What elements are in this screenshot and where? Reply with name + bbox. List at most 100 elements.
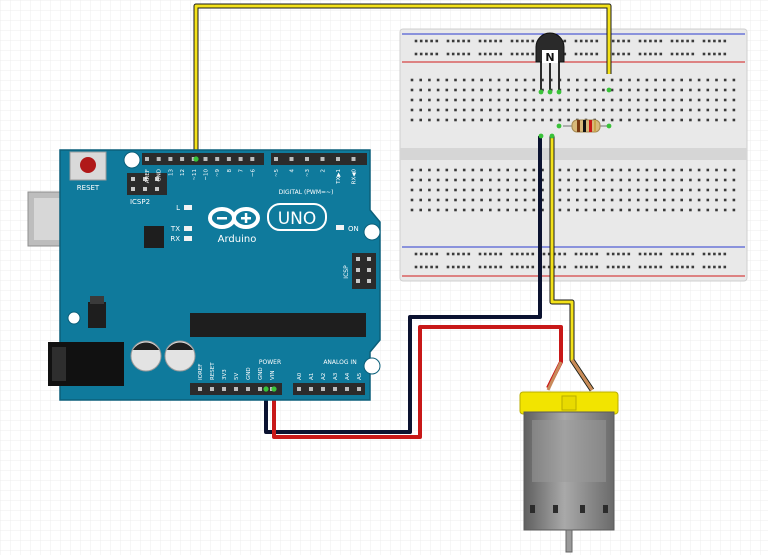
breadboard-hole — [541, 78, 544, 82]
header-pin[interactable] — [309, 387, 313, 391]
breadboard-hole — [645, 198, 649, 202]
header-pin[interactable] — [274, 157, 278, 161]
rail-hole — [489, 265, 492, 269]
header-pin[interactable] — [321, 387, 325, 391]
header-pin[interactable] — [145, 157, 149, 161]
rail-hole — [707, 265, 711, 269]
breadboard-hole — [602, 198, 605, 202]
header-pin[interactable] — [258, 387, 262, 391]
header-pin[interactable] — [226, 157, 231, 161]
rail-hole — [494, 252, 497, 256]
breadboard-hole — [462, 198, 466, 202]
header-pin[interactable] — [215, 157, 220, 161]
header-pin[interactable] — [180, 157, 185, 161]
rail-hole — [579, 265, 583, 269]
breadboard-hole — [723, 118, 727, 122]
breadboard-hole — [723, 88, 727, 92]
rail-hole — [425, 52, 428, 56]
breadboard-hole — [636, 198, 640, 202]
header-pin[interactable] — [238, 157, 243, 161]
header-pin[interactable] — [320, 157, 325, 161]
breadboard-hole — [523, 88, 527, 92]
breadboard-hole — [663, 108, 666, 112]
breadboard-hole — [715, 88, 718, 92]
digital-header-left — [142, 153, 264, 165]
rail-hole — [590, 39, 593, 43]
reset-label: RESET — [77, 184, 100, 192]
rail-hole — [590, 265, 593, 269]
breadboard-hole — [515, 178, 518, 182]
breadboard-hole — [636, 188, 640, 192]
breadboard-hole — [663, 118, 666, 122]
breadboard-hole — [497, 78, 501, 82]
breadboard-hole — [654, 98, 657, 102]
header-pin[interactable] — [246, 387, 250, 391]
breadboard-hole — [697, 168, 701, 172]
header-pin[interactable] — [345, 387, 349, 391]
icsp-label: ICSP — [343, 265, 350, 279]
breadboard-hole — [454, 118, 457, 122]
breadboard-hole — [419, 98, 422, 102]
header-pin[interactable] — [210, 387, 214, 391]
breadboard-hole — [541, 178, 544, 182]
rail-hole — [718, 265, 721, 269]
breadboard-hole — [654, 178, 657, 182]
breadboard-hole — [462, 118, 466, 122]
rail-hole — [617, 52, 620, 56]
rail-hole — [521, 252, 524, 256]
header-pin[interactable] — [168, 157, 173, 161]
rail-hole — [654, 39, 657, 43]
breadboard-hole — [506, 78, 509, 82]
rail-hole — [643, 252, 647, 256]
breadboard-hole — [436, 78, 440, 82]
rail-hole — [659, 252, 663, 256]
rail-hole — [595, 39, 599, 43]
header-pin[interactable] — [289, 157, 294, 161]
breadboard-hole — [697, 198, 701, 202]
breadboard-hole — [471, 98, 475, 102]
breadboard-hole — [663, 168, 666, 172]
breadboard-hole — [689, 198, 692, 202]
header-pin[interactable] — [222, 387, 226, 391]
power-pin-label: RESET — [210, 362, 216, 380]
header-pin[interactable] — [198, 387, 202, 391]
reset-button-cap[interactable] — [80, 157, 96, 173]
header-pin[interactable] — [305, 157, 309, 161]
digital-pin-label: TX▶1 — [336, 169, 342, 185]
header-pin[interactable] — [351, 157, 356, 161]
header-pin[interactable] — [250, 157, 255, 161]
digital-label: DIGITAL (PWM=~) — [279, 189, 334, 196]
breadboard-hole — [515, 208, 518, 212]
breadboard-hole — [489, 98, 492, 102]
breadboard-hole — [671, 118, 675, 122]
connection-dot — [547, 89, 553, 95]
breadboard-hole — [419, 208, 422, 212]
breadboard-hole — [419, 118, 422, 122]
rail-hole — [478, 265, 482, 269]
rail-hole — [649, 39, 652, 43]
breadboard-hole — [671, 88, 675, 92]
rail-hole — [606, 252, 610, 256]
resistor — [538, 87, 612, 139]
connection-dot — [549, 133, 555, 139]
rail-hole — [462, 39, 465, 43]
motor-vent — [580, 505, 585, 513]
breadboard-hole — [567, 188, 570, 192]
breadboard-hole — [654, 198, 657, 202]
breadboard-hole — [489, 88, 492, 92]
header-pin[interactable] — [203, 157, 208, 161]
header-pin[interactable] — [234, 387, 238, 391]
header-pin[interactable] — [357, 387, 361, 391]
header-pin[interactable] — [333, 387, 337, 391]
bottom-pin-holes — [198, 387, 361, 391]
breadboard-hole — [549, 118, 553, 122]
digital-pin-label: 13 — [168, 169, 174, 176]
header-pin[interactable] — [156, 157, 161, 161]
header-pin[interactable] — [297, 387, 301, 391]
breadboard-hole — [619, 178, 623, 182]
header-pin[interactable] — [336, 157, 340, 161]
icsp-header — [352, 253, 376, 289]
breadboard-hole — [541, 208, 544, 212]
capacitor-mark — [133, 342, 159, 350]
